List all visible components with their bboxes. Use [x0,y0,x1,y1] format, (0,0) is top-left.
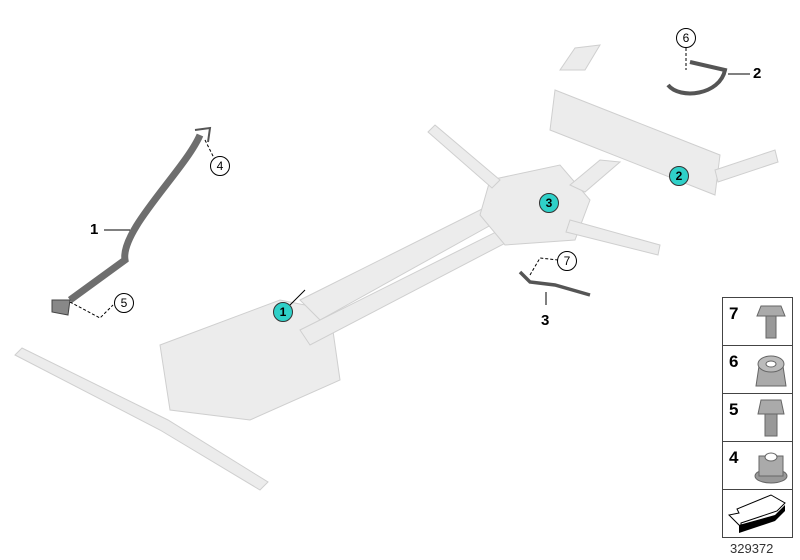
part-label-1: 1 [90,221,99,238]
hotspot-1[interactable]: 1 [273,302,293,322]
part-label-2: 2 [753,65,762,82]
legend-row-6[interactable]: 6 [723,346,792,394]
hex-flange-nut-icon [754,452,788,484]
callout-5: 5 [114,293,134,313]
legend-row-4[interactable]: 4 [723,442,792,490]
view-direction-arrow-icon [727,494,786,533]
hex-bolt-icon [757,399,785,437]
ghost-drivetrain [14,44,779,491]
hex-bolt-flange-icon [756,305,786,339]
legend-number: 5 [729,400,739,419]
legend-number: 6 [729,352,739,371]
self-locking-nut-icon [755,355,787,387]
part-3-ground-strap [518,270,591,297]
legend-row-5[interactable]: 5 [723,394,792,442]
legend-row-view-direction[interactable] [723,490,792,537]
part-1-ground-strap [67,133,204,303]
part-2-ground-strap [666,60,728,96]
legend-row-7[interactable]: 7 [723,298,792,346]
image-number: 329372 [730,541,774,556]
legend-number: 4 [729,448,739,467]
legend-number: 7 [729,304,739,323]
hotspot-3[interactable]: 3 [539,193,559,213]
callout-4: 4 [210,156,230,176]
callout-6: 6 [676,28,696,48]
hotspot-2[interactable]: 2 [669,166,689,186]
callout-7: 7 [557,251,577,271]
fastener-legend: 7 6 5 4 [722,297,793,538]
part-label-3: 3 [541,312,550,329]
